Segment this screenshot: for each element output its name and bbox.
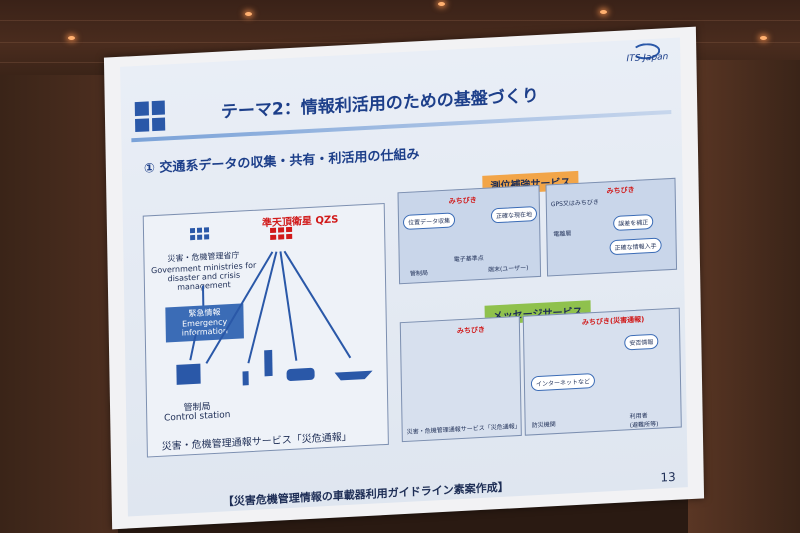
- ceiling-light: [68, 36, 75, 40]
- ceiling-light: [245, 12, 252, 16]
- downlink-arrow: [247, 251, 278, 364]
- safety-info-bubble: 安否情報: [624, 333, 659, 351]
- error-fix-bubble: 誤差を補正: [613, 213, 654, 232]
- message-caption: 災害・危機管理通報サービス「災危通報」: [406, 422, 521, 436]
- users-label: 利用者 (避難所等): [629, 412, 659, 430]
- ceiling-light: [600, 10, 607, 14]
- ceiling-light: [438, 2, 445, 6]
- user-label: 端末(ユーザー): [487, 264, 529, 274]
- message-panel-b: みちびき(災害通報) 安否情報 インターネットなど 防災機関 利用者 (避難所等…: [522, 307, 682, 436]
- ship-icon: [334, 370, 373, 381]
- emergency-arrow: [189, 333, 197, 361]
- left-diagram-svg: [176, 250, 373, 386]
- wall-right: [688, 60, 800, 533]
- disaster-agency-label: 防災機関: [531, 421, 556, 430]
- michibiki-disaster-label: みちびき(災害通報): [581, 315, 645, 327]
- michibiki-label-b: みちびき: [606, 185, 635, 196]
- person-icon: [242, 371, 249, 386]
- dish-antenna-icon: [176, 363, 201, 385]
- ref-point-label: 電子基準点: [453, 254, 484, 264]
- slide-logo-icon: [134, 100, 166, 133]
- brand-label: ITS Japan: [626, 52, 669, 65]
- ceiling-light: [760, 36, 767, 40]
- projection-screen: ITS Japan テーマ2：情報利活用のための基盤づくり ① 交通系データの収…: [103, 26, 705, 530]
- title-underline: [131, 109, 672, 143]
- michibiki-label-c: みちびき: [456, 325, 486, 336]
- left-diagram-panel: 準天頂衛星 QZS 災害・危機管理省庁 Government ministrie…: [142, 203, 389, 458]
- positioning-panel-b: GPS又はみちびき みちびき 誤差を補正 正確な情報入手 電離層: [545, 177, 678, 277]
- michibiki-label: みちびき: [448, 196, 477, 206]
- collect-bubble: 位置データ収集: [402, 212, 456, 231]
- gps-label: GPS又はみちびき: [550, 198, 599, 209]
- accurate-position-bubble: 正確な現在地: [490, 206, 538, 224]
- slide: ITS Japan テーマ2：情報利活用のための基盤づくり ① 交通系データの収…: [120, 37, 688, 517]
- wall-left: [0, 75, 118, 533]
- traffic-signal-icon: [264, 349, 273, 377]
- downlink-arrow: [279, 251, 298, 361]
- slide-footer: 【災害危機管理情報の車載器利用ガイドライン素案作成】: [222, 480, 509, 509]
- car-icon: [286, 367, 315, 381]
- positioning-panel-a: みちびき 位置データ収集 正確な現在地 電子基準点 管制局 端末(ユーザー): [397, 184, 542, 285]
- internet-bubble: インターネットなど: [530, 373, 596, 392]
- accurate-info-bubble: 正確な情報入手: [609, 237, 662, 256]
- uplink-arrow: [205, 251, 274, 364]
- control-label: 管制局: [409, 269, 429, 278]
- message-panel-a: みちびき 災害・危機管理通報サービス「災危通報」: [399, 315, 522, 443]
- slide-subtitle: ① 交通系データの収集・共有・利活用の仕組み: [143, 147, 420, 177]
- slide-title: テーマ2：情報利活用のための基盤づくり: [220, 85, 539, 123]
- ionosphere-label: 電離層: [553, 230, 572, 239]
- downlink-arrow: [283, 250, 352, 359]
- page-number: 13: [660, 469, 676, 485]
